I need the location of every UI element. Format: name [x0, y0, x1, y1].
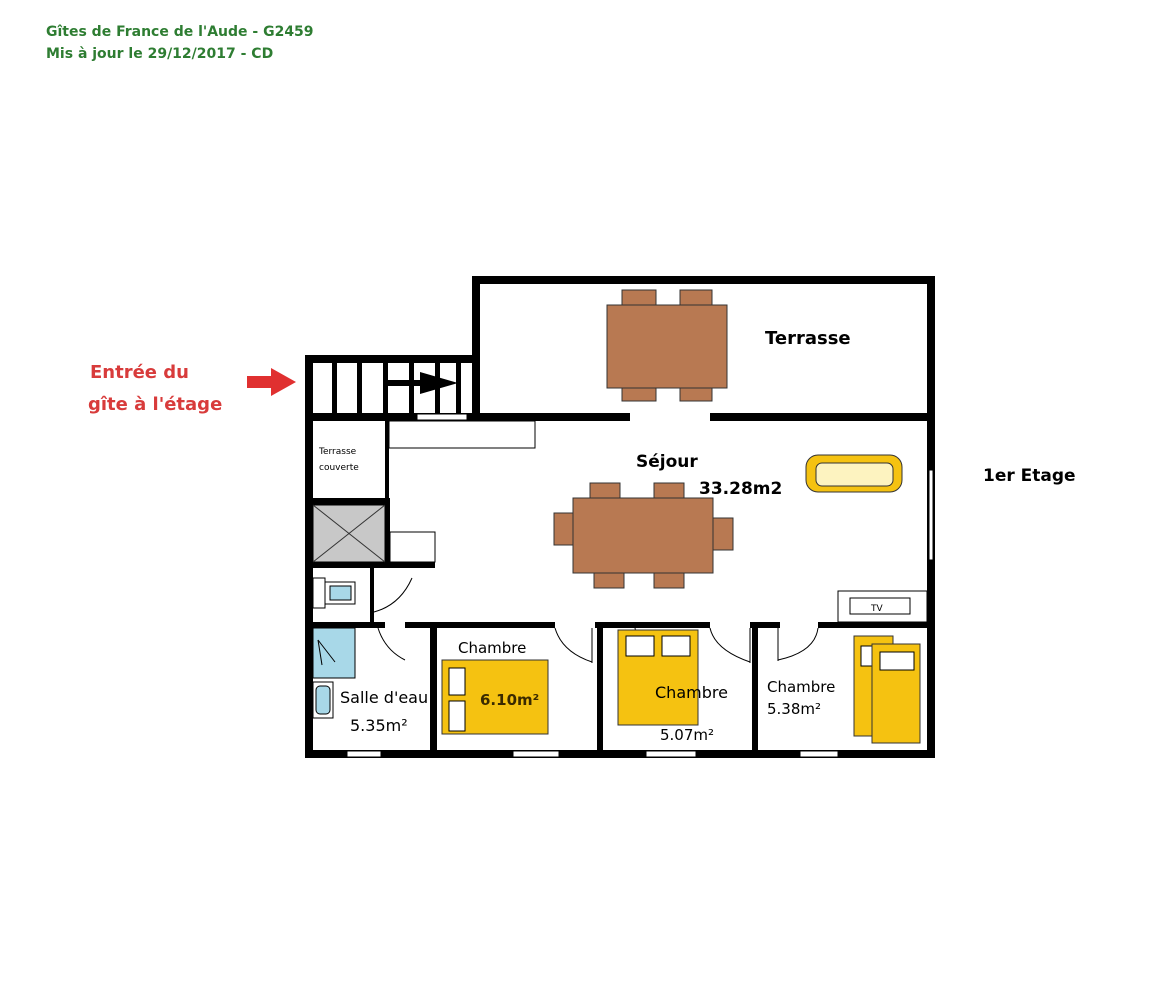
staircase [332, 363, 461, 413]
kitchen-unit [389, 531, 436, 563]
entrance-label-2: gîte à l'étage [88, 394, 222, 415]
door-chambre-1-arc [554, 627, 593, 663]
entrance-label-1: Entrée du [90, 362, 189, 383]
header-title: Gîtes de France de l'Aude - G2459 [46, 24, 314, 40]
toilet [312, 577, 356, 609]
bed-chambre-2 [617, 629, 699, 726]
door-chambre-3 [777, 627, 819, 661]
room-label-chambre-2: Chambre [655, 683, 728, 702]
door-chambre-2 [709, 627, 751, 663]
room-area-salle-eau: 5.35m² [350, 716, 408, 735]
tv-label: TV [870, 604, 883, 614]
header-update: Mis à jour le 29/12/2017 - CD [46, 46, 274, 62]
kitchen-counter [388, 420, 536, 449]
room-area-chambre-3: 5.38m² [767, 700, 821, 718]
shower [312, 627, 356, 679]
dining-table [553, 482, 734, 589]
washbasin-icon [315, 685, 331, 715]
room-area-chambre-1: 6.10m² [480, 691, 539, 709]
sofa [805, 454, 903, 493]
floor-label: 1er Etage [983, 466, 1076, 486]
tv-icon [849, 597, 911, 615]
entrance-arrow-icon [247, 368, 296, 396]
beds-chambre-3 [853, 635, 921, 744]
terrace-table [606, 289, 728, 402]
room-area-sejour: 33.28m2 [699, 479, 782, 499]
windows [346, 413, 934, 758]
room-label-sejour: Séjour [636, 452, 698, 472]
room-label-chambre-1: Chambre [458, 639, 526, 657]
door-salle-eau [377, 627, 406, 661]
room-label-salle-eau: Salle d'eau [340, 688, 428, 707]
bed-chambre-1 [441, 659, 549, 735]
room-label-terrasse-couverte-2: couverte [319, 463, 359, 473]
stairs-arrow-icon [420, 372, 458, 394]
room-label-chambre-3: Chambre [767, 678, 835, 696]
wc-door [373, 577, 413, 613]
room-label-terrasse: Terrasse [765, 328, 851, 349]
room-area-chambre-2: 5.07m² [660, 726, 714, 744]
storage-box [312, 504, 386, 563]
room-label-terrasse-couverte-1: Terrasse [318, 447, 357, 457]
